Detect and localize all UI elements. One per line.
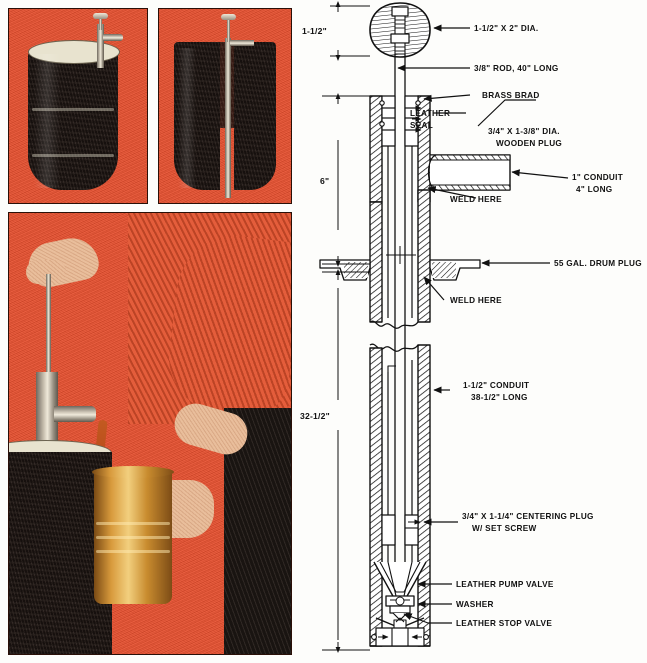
pump-pipe-inside [225, 38, 231, 198]
callout-centering-1: 3/4" X 1-1/4" CENTERING PLUG [462, 512, 594, 521]
can-rib [96, 550, 170, 553]
drum-rib [32, 154, 114, 157]
pump-rod [46, 274, 51, 378]
pump-head-assembly [369, 95, 431, 203]
leader-lines [397, 24, 569, 624]
photo-border [8, 8, 148, 204]
drum-body-cut-right [234, 42, 276, 190]
pump-spout [230, 40, 254, 46]
upper-conduit [369, 146, 431, 329]
drum-body [28, 50, 118, 190]
drum-body-cut [174, 42, 220, 190]
callout-stop-valve: LEATHER STOP VALVE [456, 619, 552, 628]
callout-spout-1: 1" CONDUIT [572, 173, 623, 182]
callout-barrel-1: 1-1/2" CONDUIT [463, 381, 529, 390]
pump-rod [99, 16, 102, 30]
callout-drum-plug: 55 GAL. DRUM PLUG [554, 259, 642, 268]
pump-spout [54, 406, 96, 422]
callout-leather-seal-1: LEATHER [410, 109, 450, 118]
callout-rod: 3/8" ROD, 40" LONG [474, 64, 559, 73]
metal-can-rim [92, 466, 174, 478]
can-rib [96, 536, 170, 539]
callout-weld-lower: WELD HERE [450, 296, 502, 305]
centering-plug [381, 514, 421, 546]
callout-centering-2: W/ SET SCREW [472, 524, 537, 533]
callout-spout-2: 4" LONG [576, 185, 612, 194]
pump-rod [227, 18, 230, 42]
spout-conduit [427, 154, 511, 191]
photo-drum-cutaway [158, 8, 292, 204]
callout-wooden-plug-1: 3/4" X 1-3/8" DIA. [488, 127, 560, 136]
callout-leather-seal-2: SEAL [410, 121, 433, 130]
pump-spout [103, 34, 123, 41]
callout-weld-upper: WELD HERE [450, 195, 502, 204]
photo-border [8, 212, 292, 655]
drum-highlight [178, 48, 196, 188]
technical-drawing: 1-1/2" X 2" DIA. 3/8" ROD, 40" LONG BRAS… [300, 0, 647, 663]
pump-knob-assembly [369, 2, 431, 58]
washer-stack [385, 595, 415, 621]
drum-highlight [34, 54, 60, 188]
photo-drum-front [8, 8, 148, 204]
pump-standpipe [97, 24, 104, 68]
dim-head-to-plug: 6" [320, 176, 329, 186]
drum-lid [28, 40, 120, 64]
dimension-lines [322, 1, 370, 653]
drum-rib [32, 108, 114, 111]
pump-knob [221, 14, 236, 20]
drum-plug [319, 246, 481, 281]
photo-border [158, 8, 292, 204]
callout-washer: WASHER [456, 600, 494, 609]
dimension-labels: 1-1/2" 6" 32-1/2" [300, 26, 330, 421]
callout-wooden-plug-2: WOODEN PLUG [496, 139, 562, 148]
dim-knob-height: 1-1/2" [302, 26, 327, 36]
callout-pump-valve: LEATHER PUMP VALVE [456, 580, 554, 589]
callout-knob: 1-1/2" X 2" DIA. [474, 24, 538, 33]
callout-labels: 1-1/2" X 2" DIA. 3/8" ROD, 40" LONG BRAS… [410, 24, 642, 628]
leather-stop-valve [371, 617, 429, 647]
pump-knob [93, 13, 108, 19]
dim-barrel-length: 32-1/2" [300, 411, 330, 421]
photo-pumping [8, 212, 292, 655]
can-rib [96, 522, 170, 525]
callout-brass-brad: BRASS BRAD [482, 91, 540, 100]
callout-barrel-2: 38-1/2" LONG [471, 393, 528, 402]
